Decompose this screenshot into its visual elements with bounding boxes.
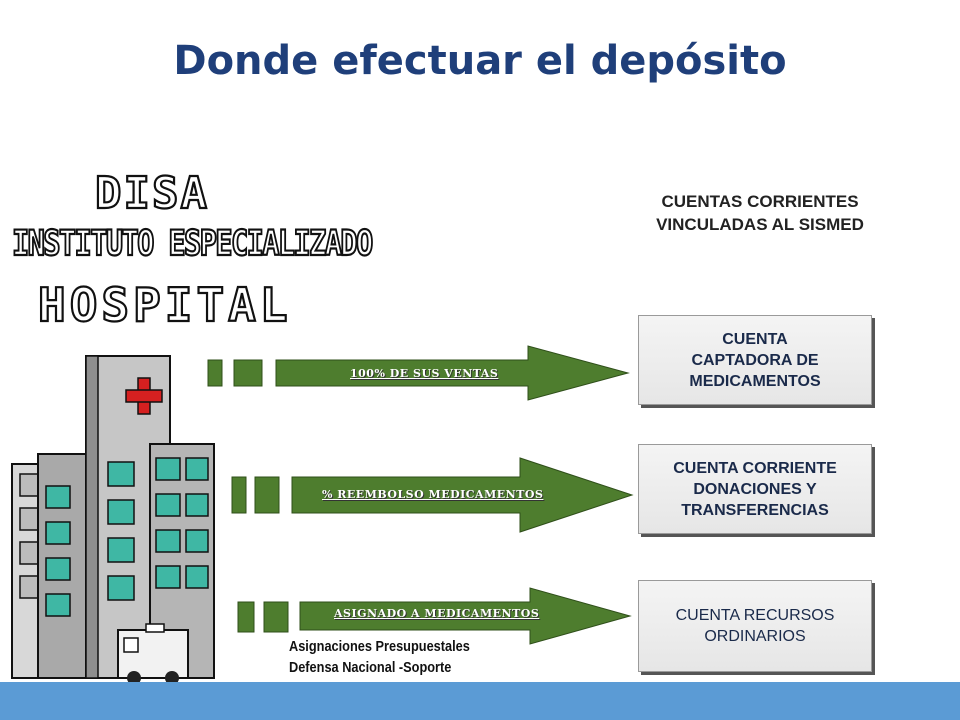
funding-note-line-2: Defensa Nacional -Soporte — [289, 660, 452, 676]
account-box-captadora-text: CUENTA CAPTADORA DE MEDICAMENTOS — [689, 330, 821, 390]
page-title: Donde efectuar el depósito — [173, 38, 787, 84]
flow-arrow-1 — [207, 345, 630, 401]
label-instituto-especializado: INSTITUTO ESPECIALIZADO — [11, 223, 374, 265]
account-box-recursos-ordinarios: CUENTA RECURSOS ORDINARIOS — [638, 580, 872, 672]
account-box-donaciones-text: CUENTA CORRIENTE DONACIONES Y TRANSFEREN… — [673, 459, 837, 519]
flow-arrow-3 — [237, 587, 632, 645]
label-disa: DISA — [94, 167, 209, 220]
flow-label-2: % REEMBOLSO MEDICAMENTOS — [322, 488, 544, 501]
hospital-building-icon — [11, 355, 215, 685]
accounts-header-text: CUENTAS CORRIENTES VINCULADAS AL SISMED — [656, 192, 864, 234]
flow-label-3: ASIGNADO A MEDICAMENTOS — [334, 607, 540, 620]
flow-label-1: 100% DE SUS VENTAS — [350, 367, 499, 380]
footer-bar — [0, 682, 960, 720]
account-box-captadora: CUENTA CAPTADORA DE MEDICAMENTOS — [638, 315, 872, 405]
red-cross-icon — [125, 377, 163, 415]
accounts-header: CUENTAS CORRIENTES VINCULADAS AL SISMED — [610, 190, 910, 236]
account-box-recursos-ordinarios-text: CUENTA RECURSOS ORDINARIOS — [675, 607, 835, 645]
account-box-donaciones: CUENTA CORRIENTE DONACIONES Y TRANSFEREN… — [638, 444, 872, 534]
label-hospital: HOSPITAL — [37, 277, 292, 333]
flow-arrow-2 — [231, 457, 634, 533]
funding-note-line-1: Asignaciones Presupuestales — [289, 639, 470, 655]
ambulance-icon — [117, 623, 189, 685]
funding-note: Asignaciones Presupuestales Defensa Naci… — [289, 637, 470, 679]
